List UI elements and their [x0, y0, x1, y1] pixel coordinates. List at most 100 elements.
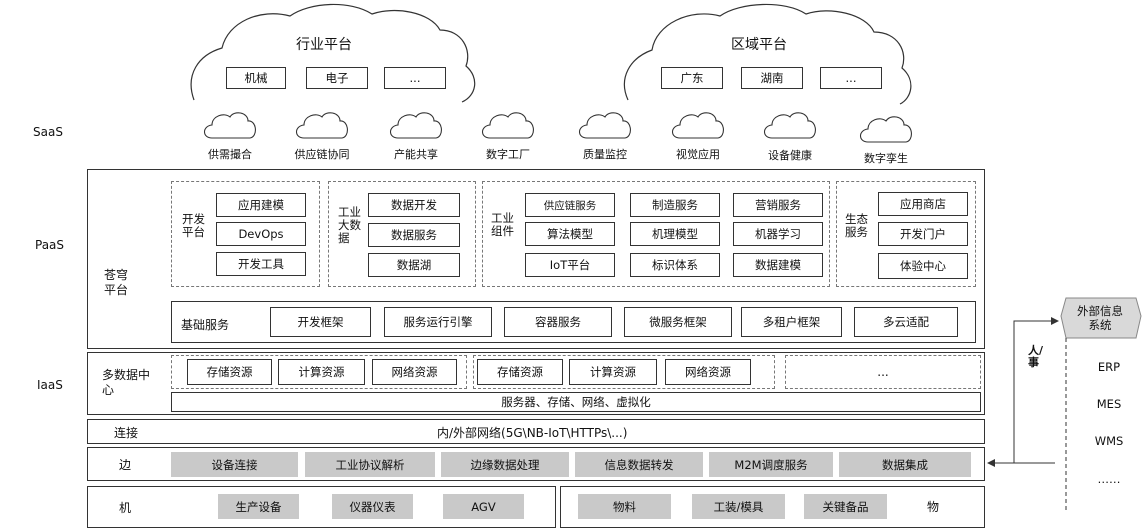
resource-item: 计算资源 — [278, 359, 365, 385]
component-item: 营销服务 — [733, 193, 823, 217]
arrow-to-external — [1013, 317, 1059, 463]
ecosystem-label: 生态服务 — [845, 212, 868, 239]
big-data-group — [328, 181, 476, 287]
ecosystem-item: 应用商店 — [878, 192, 968, 216]
virtualization-bar: 服务器、存储、网络、虚拟化 — [171, 392, 981, 412]
dev-platform-label: 开发平台 — [182, 212, 205, 239]
edge-item: 边缘数据处理 — [441, 452, 569, 477]
big-data-label: 工业大数据 — [338, 205, 361, 245]
connect-row — [87, 419, 985, 444]
external-system-title: 外部信息系统 — [1077, 304, 1123, 332]
material-item: 工装/模具 — [692, 494, 785, 519]
big-data-item: 数据湖 — [368, 253, 460, 277]
cloud-icon — [203, 112, 256, 139]
components-label: 工业组件 — [491, 211, 514, 238]
industry-item-machinery: 机械 — [226, 67, 286, 89]
ecosystem-item: 体验中心 — [878, 253, 968, 279]
material-item: 关键备品 — [804, 494, 887, 519]
dev-item: 开发工具 — [216, 252, 306, 276]
dev-platform-group — [171, 181, 320, 287]
saas-app-label: 设备健康 — [768, 149, 812, 162]
industry-cloud-shape — [190, 3, 476, 103]
component-item: IoT平台 — [525, 253, 615, 277]
resource-item: 计算资源 — [569, 359, 657, 385]
edge-item: 工业协议解析 — [305, 452, 435, 477]
multi-dc-label: 多数据中心 — [102, 368, 151, 397]
big-data-item: 数据开发 — [368, 193, 460, 217]
region-item-hunan: 湖南 — [741, 67, 803, 89]
external-system-shape — [1060, 297, 1142, 339]
machine-label: 机 — [119, 501, 132, 515]
machine-item: AGV — [443, 494, 524, 519]
saas-app-label: 数字孪生 — [864, 152, 908, 165]
external-item-mes: MES — [1096, 397, 1122, 411]
component-item: 数据建模 — [733, 253, 823, 277]
cangqiong-platform-label: 苍穹平台 — [104, 268, 129, 297]
ecosystem-group — [836, 181, 976, 287]
component-item: 机器学习 — [733, 222, 823, 246]
external-item-more: …… — [1097, 472, 1121, 486]
external-item-wms: WMS — [1094, 434, 1124, 448]
resource-item: 网络资源 — [665, 359, 751, 385]
layer-paas: PaaS — [35, 238, 65, 252]
components-group — [482, 181, 830, 287]
big-data-item: 数据服务 — [368, 223, 460, 247]
resource-group-a — [171, 355, 467, 389]
base-service-item: 开发框架 — [270, 307, 371, 337]
saas-app-label: 产能共享 — [394, 148, 438, 161]
region-item-more: ... — [820, 67, 882, 89]
cloud-icon — [389, 112, 442, 139]
dev-item: DevOps — [216, 222, 306, 246]
layer-saas: SaaS — [33, 125, 63, 139]
industry-item-electronics: 电子 — [306, 67, 368, 89]
cloud-icon — [481, 112, 534, 139]
cloud-icon — [295, 112, 348, 139]
resource-more-text: ... — [877, 365, 889, 379]
machine-item: 仪器仪表 — [332, 494, 413, 519]
resource-item: 网络资源 — [372, 359, 457, 385]
base-service-item: 微服务框架 — [624, 307, 732, 337]
component-item: 算法模型 — [525, 222, 615, 246]
region-cloud-shape — [623, 3, 912, 105]
edge-item: M2M调度服务 — [709, 452, 833, 477]
dev-item: 应用建模 — [216, 193, 306, 217]
resource-group-more: ... — [785, 355, 981, 389]
edge-item: 设备连接 — [171, 452, 298, 477]
base-service-item: 容器服务 — [504, 307, 612, 337]
edge-item: 信息数据转发 — [575, 452, 703, 477]
base-service-item: 多租户框架 — [741, 307, 842, 337]
base-services-label: 基础服务 — [181, 318, 230, 332]
industry-item-more: ... — [384, 67, 446, 89]
machine-item: 生产设备 — [218, 494, 299, 519]
region-cloud-title: 区域平台 — [731, 37, 787, 53]
edge-item: 数据集成 — [839, 452, 971, 477]
cloud-icon — [763, 112, 816, 139]
material-item: 物料 — [578, 494, 671, 519]
edge-label: 边 — [119, 458, 132, 472]
resource-item: 存储资源 — [187, 359, 272, 385]
saas-app-label: 数字工厂 — [486, 148, 530, 161]
base-service-item: 服务运行引擎 — [384, 307, 492, 337]
material-label: 物 — [927, 500, 940, 514]
resource-item: 存储资源 — [477, 359, 563, 385]
cloud-icon — [578, 112, 631, 139]
ecosystem-item: 开发门户 — [878, 222, 968, 246]
component-item: 供应链服务 — [525, 193, 615, 217]
arrow-label-people-events: 人/事 — [1028, 344, 1044, 369]
cloud-icon — [859, 116, 912, 143]
connect-text: 内/外部网络(5G\NB-IoT\HTTPs\...) — [437, 426, 628, 440]
saas-app-label: 质量监控 — [583, 148, 627, 161]
component-item: 制造服务 — [630, 193, 720, 217]
component-item: 标识体系 — [630, 253, 720, 277]
region-item-guangdong: 广东 — [661, 67, 723, 89]
saas-app-label: 视觉应用 — [676, 148, 720, 161]
layer-iaas: IaaS — [37, 378, 63, 392]
saas-app-label: 供需撮合 — [208, 148, 252, 161]
saas-app-label: 供应链协同 — [294, 148, 350, 161]
external-item-erp: ERP — [1097, 360, 1121, 374]
component-item: 机理模型 — [630, 222, 720, 246]
cloud-icon — [671, 112, 724, 139]
resource-group-b — [473, 355, 775, 389]
industry-cloud-title: 行业平台 — [296, 37, 352, 53]
